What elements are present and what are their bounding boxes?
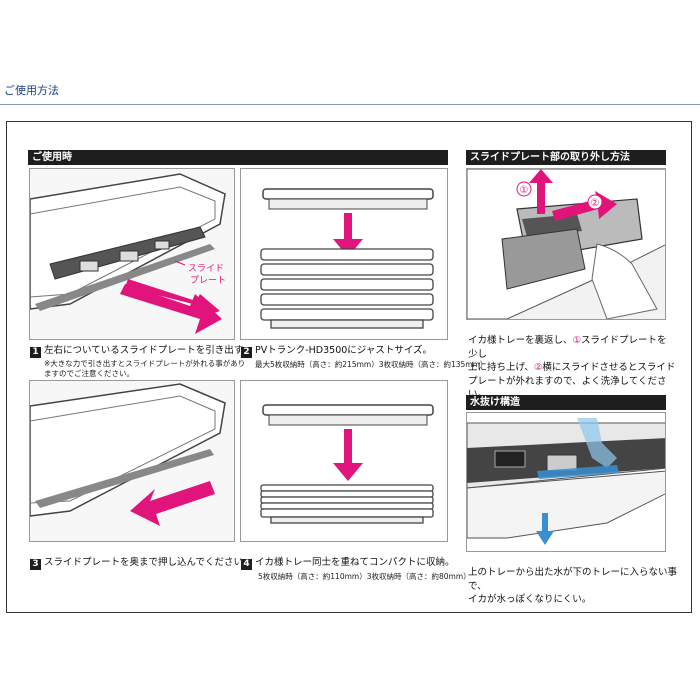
section-header-usage: ご使用時 bbox=[28, 150, 448, 165]
step1-number: 1 bbox=[30, 347, 41, 358]
step4-note: 5枚収納時（高さ：約110mm）3枚収納時（高さ：約80mm） bbox=[258, 572, 471, 581]
step3-text: スライドプレートを奥まで押し込んでください。 bbox=[44, 557, 253, 568]
step4-illustration bbox=[240, 380, 448, 542]
slide-text-line2b: 横にスライドさせるとスライド bbox=[542, 362, 676, 373]
section-header-drain: 水抜け構造 bbox=[466, 395, 666, 410]
step-mark-1: ① bbox=[520, 185, 529, 196]
step1-note-line1: ※大きな力で引き出すとスライドプレートが外れる事があり bbox=[44, 359, 246, 368]
step2-text: PVトランク-HD3500にジャストサイズ。 bbox=[255, 345, 433, 356]
drain-illustration bbox=[466, 412, 666, 552]
step1-note-line2: ますのでご注意ください。 bbox=[44, 369, 134, 378]
slide-text-line1b: スライドプレートを少し bbox=[468, 335, 667, 360]
step3-number: 3 bbox=[30, 559, 41, 570]
drain-text-line2: イカが水っぽくなりにくい。 bbox=[468, 594, 592, 605]
slide-text-line3: プレートが外れますので、よく洗浄してください。 bbox=[468, 375, 667, 401]
section-header-slide-removal: スライドプレート部の取り外し方法 bbox=[466, 150, 666, 165]
step2-illustration bbox=[240, 168, 448, 340]
step1-text: 左右についているスライドプレートを引き出す。 bbox=[44, 345, 252, 356]
page-title: ご使用方法 bbox=[4, 84, 59, 97]
slide-text-line1a: イカ様トレーを裏返し、 bbox=[468, 335, 573, 346]
step3-illustration bbox=[29, 380, 235, 542]
step4-text: イカ様トレー同士を重ねてコンパクトに収納。 bbox=[255, 557, 455, 568]
slide-removal-text: イカ様トレーを裏返し、①スライドプレートを少し 上に持ち上げ、②横にスライドさせ… bbox=[468, 334, 676, 402]
step4-number: 4 bbox=[241, 559, 252, 570]
step1-illustration: スライド プレート bbox=[29, 168, 235, 340]
drain-text-line1: 上のトレーから出た水が下のトレーに入らない事で、 bbox=[468, 567, 678, 592]
slide-text-line2a: 上に持ち上げ、 bbox=[468, 362, 534, 373]
title-divider bbox=[0, 104, 700, 105]
step2-number: 2 bbox=[241, 347, 252, 358]
slide-plate-label-1: スライド bbox=[188, 263, 224, 274]
drain-text: 上のトレーから出た水が下のトレーに入らない事で、 イカが水っぽくなりにくい。 bbox=[468, 566, 688, 607]
step2-note: 最大5枚収納時（高さ：約215mm）3枚収納時（高さ：約135mm） bbox=[255, 360, 488, 369]
instruction-panel bbox=[6, 121, 692, 613]
slide-text-circle2: ② bbox=[533, 362, 543, 373]
slide-removal-illustration: ① ② bbox=[466, 168, 666, 320]
slide-plate-label-2: プレート bbox=[190, 275, 226, 286]
slide-text-circle1: ① bbox=[572, 335, 582, 346]
step-mark-2: ② bbox=[591, 198, 600, 209]
